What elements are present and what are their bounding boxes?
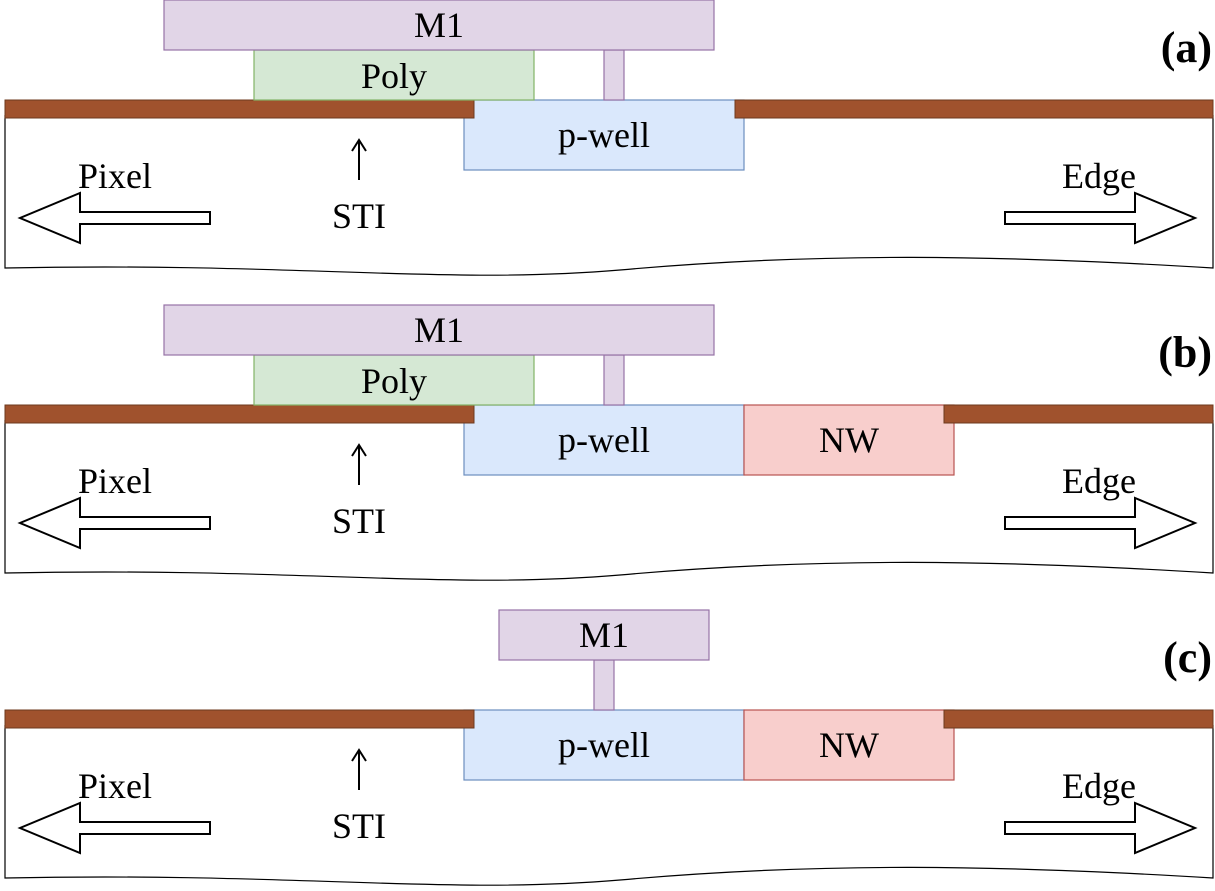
sti-arrow-icon — [351, 443, 367, 485]
poly-label: Poly — [361, 56, 427, 96]
m1-label: M1 — [579, 615, 629, 655]
m1-metal-block — [498, 609, 710, 661]
edge-right-arrow-icon — [1004, 191, 1198, 245]
edge-right-arrow-icon — [1004, 801, 1198, 855]
pixel-left-arrow-icon — [17, 801, 211, 855]
p-well-label: p-well — [558, 420, 650, 460]
contact-via — [603, 49, 625, 101]
p-well-label: p-well — [558, 725, 650, 765]
oxide-layer-left — [4, 404, 475, 424]
panel-c: M1 p-well NW STI Pixel Edge (c) — [4, 609, 1214, 886]
contact-via — [593, 659, 615, 711]
m1-label: M1 — [414, 5, 464, 45]
poly-label: Poly — [361, 361, 427, 401]
contact-via — [603, 354, 625, 406]
substrate-outline — [4, 115, 1214, 276]
oxide-layer-right — [943, 404, 1214, 424]
oxide-layer-right — [943, 709, 1214, 729]
p-well-region — [463, 709, 745, 781]
nw-region — [743, 404, 955, 476]
pixel-label: Pixel — [78, 766, 152, 806]
pixel-left-arrow-icon — [17, 496, 211, 550]
panel-b: M1 Poly p-well NW STI Pixel Edge (b) — [4, 304, 1214, 581]
sti-arrow-icon — [351, 138, 367, 180]
nw-region — [743, 709, 955, 781]
m1-metal-block — [163, 304, 715, 356]
p-well-region — [463, 404, 745, 476]
edge-label: Edge — [1062, 461, 1136, 501]
m1-metal-block — [163, 0, 715, 51]
sti-label: STI — [332, 501, 386, 541]
oxide-layer-left — [4, 99, 475, 119]
sti-arrow-icon — [351, 748, 367, 790]
edge-label: Edge — [1062, 156, 1136, 196]
m1-label: M1 — [414, 310, 464, 350]
pixel-left-arrow-icon — [17, 191, 211, 245]
p-well-region — [463, 99, 745, 171]
edge-label: Edge — [1062, 766, 1136, 806]
panel-tag-c: (c) — [1163, 633, 1212, 682]
oxide-layer-left — [4, 709, 475, 729]
p-well-label: p-well — [558, 115, 650, 155]
pixel-label: Pixel — [78, 156, 152, 196]
pixel-label: Pixel — [78, 461, 152, 501]
panel-a: M1 Poly p-well STI Pixel Edge (a) — [4, 0, 1214, 276]
edge-right-arrow-icon — [1004, 496, 1198, 550]
sti-label: STI — [332, 196, 386, 236]
oxide-layer-right — [734, 99, 1214, 119]
poly-block — [253, 49, 535, 101]
nw-label: NW — [819, 420, 879, 460]
nw-label: NW — [819, 725, 879, 765]
sti-label: STI — [332, 806, 386, 846]
panel-tag-a: (a) — [1161, 23, 1212, 72]
panel-tag-b: (b) — [1158, 328, 1212, 377]
